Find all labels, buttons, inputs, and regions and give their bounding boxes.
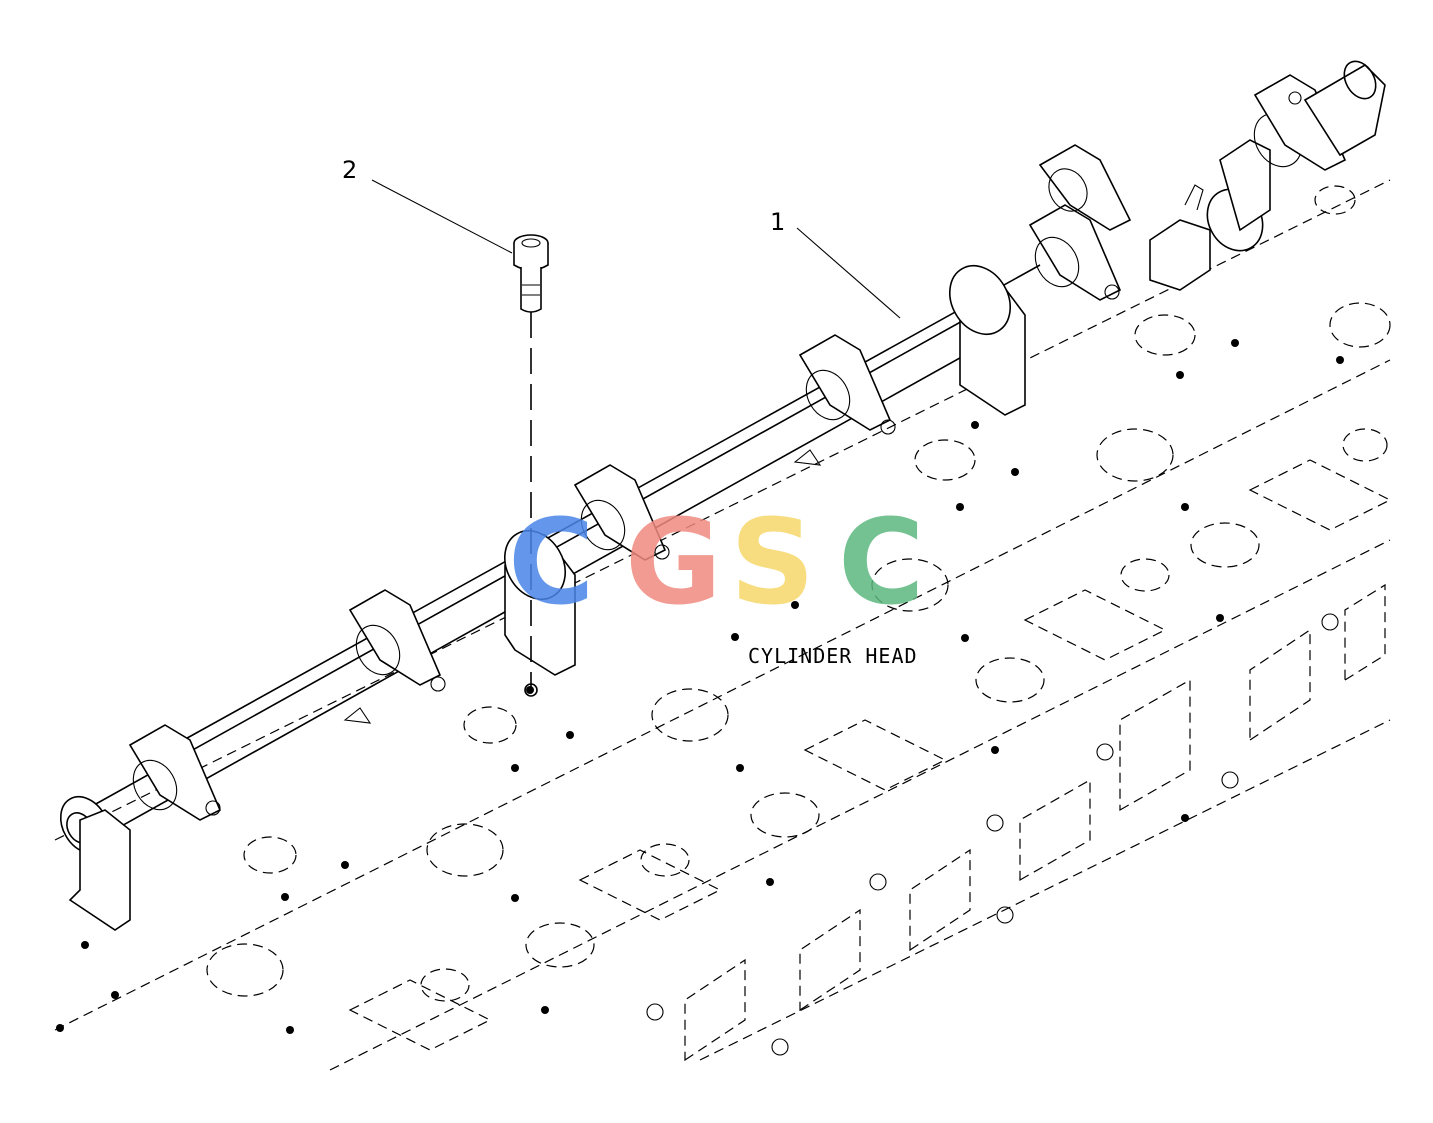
rocker-arm-1 [68, 724, 222, 931]
cylinder-head-label: CYLINDER HEAD [748, 644, 918, 668]
watermark-letter-g: G [625, 493, 722, 631]
bolt: 2 [342, 156, 549, 697]
rocker-arm-4 [793, 334, 896, 466]
rocker-arm-7 [1219, 60, 1386, 232]
watermark-letter-c2: C [838, 493, 925, 631]
callout-2-leader [371, 179, 513, 254]
watermark-logo: C G S C [508, 493, 925, 631]
watermark-letter-s: S [730, 493, 815, 631]
callout-1: 1 [770, 208, 785, 236]
rocker-shaft-assembly: 1 [59, 60, 1386, 931]
valve-recesses [206, 185, 1391, 1002]
side-bosses [646, 613, 1339, 1056]
cylinder-head [54, 179, 1392, 1071]
rocker-arm-6 [1038, 144, 1264, 291]
callout-1-leader [796, 227, 901, 319]
watermark-letter-c1: C [508, 493, 595, 631]
rocker-arm-3 [504, 464, 670, 676]
rocker-arm-5 [949, 204, 1122, 416]
side-ports [684, 583, 1386, 1062]
rocker-arm-2 [343, 589, 446, 724]
bolt-holes [56, 339, 1344, 1034]
callout-2: 2 [342, 156, 357, 184]
